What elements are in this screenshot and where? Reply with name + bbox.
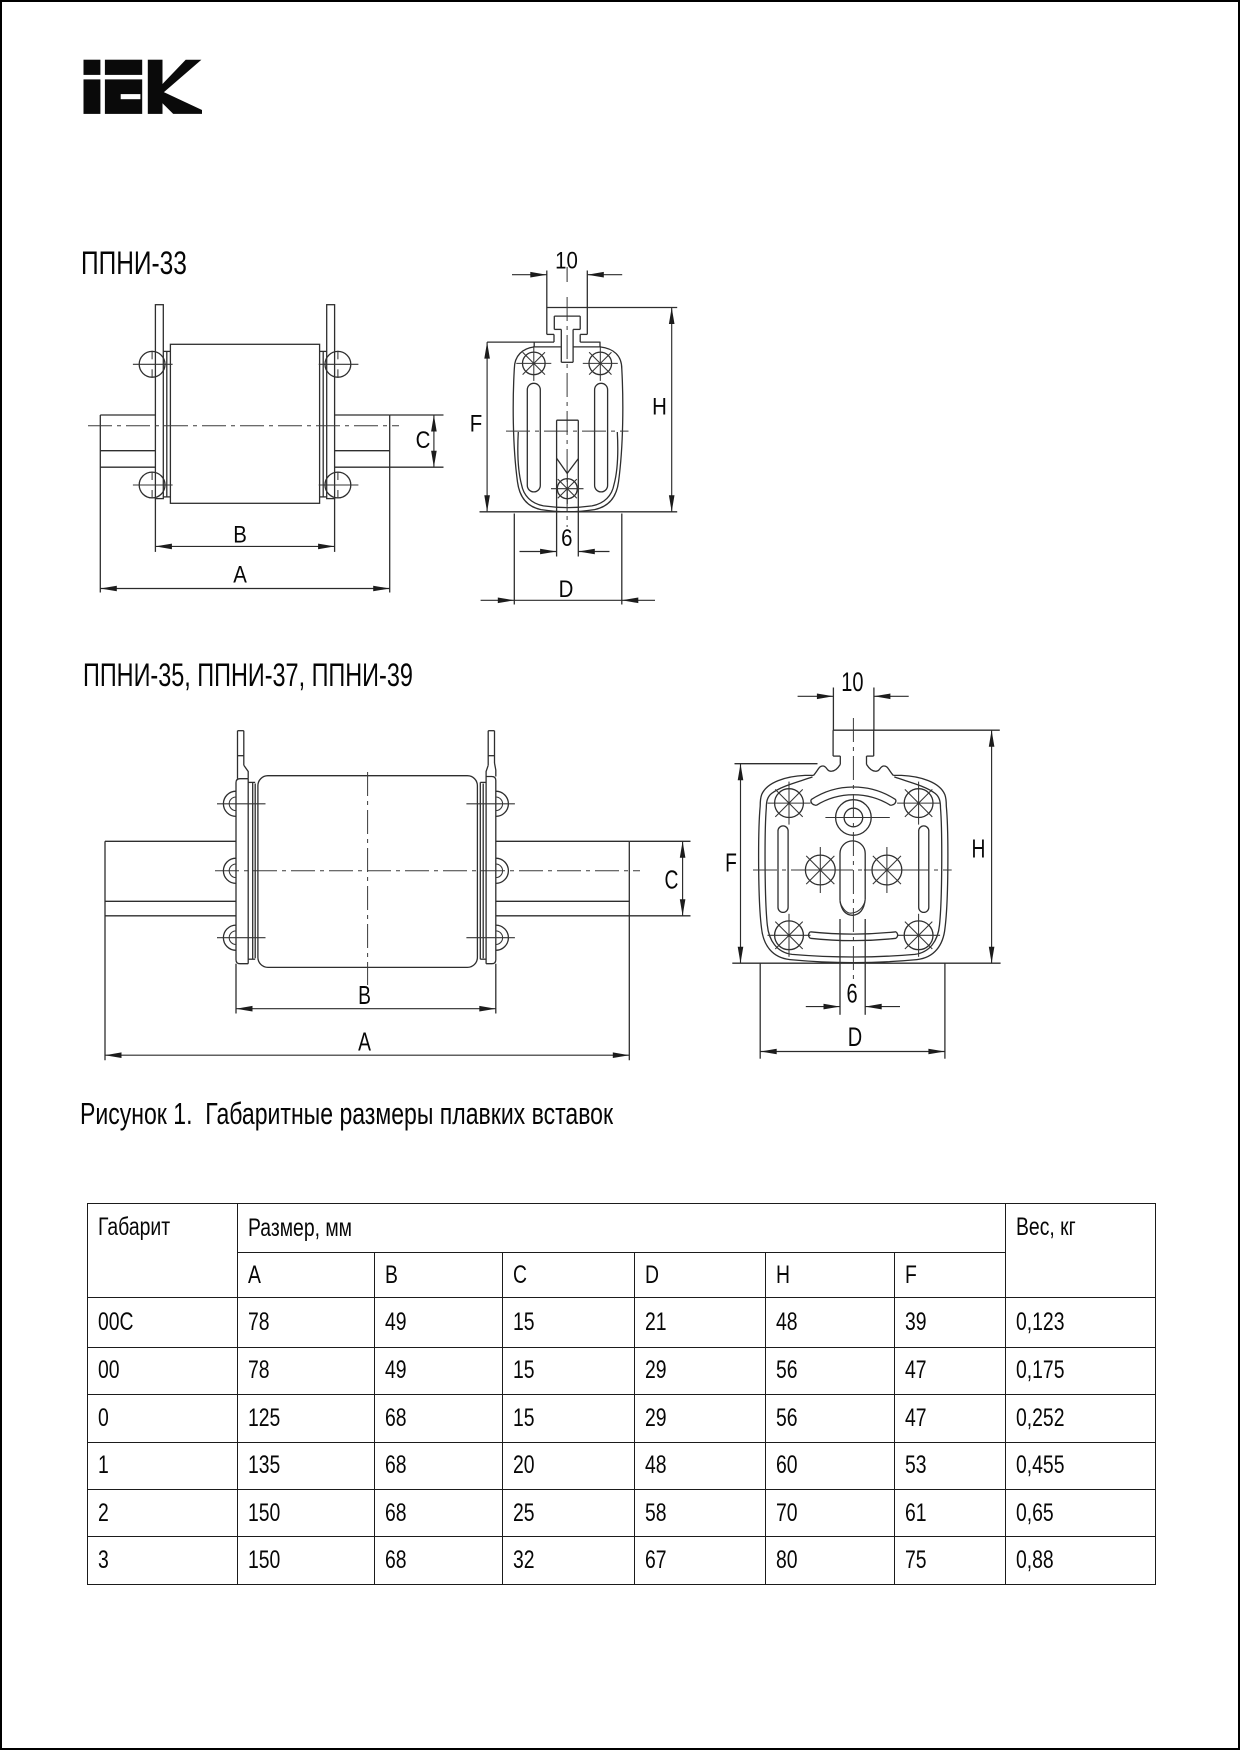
svg-text:10: 10	[841, 667, 863, 698]
svg-text:6: 6	[846, 979, 857, 1010]
svg-text:B: B	[358, 980, 371, 1010]
svg-text:C: C	[416, 426, 431, 453]
svg-text:A: A	[358, 1027, 371, 1057]
svg-text:D: D	[848, 1022, 862, 1053]
svg-text:C: C	[665, 865, 679, 895]
svg-text:B: B	[233, 521, 247, 548]
svg-text:F: F	[470, 410, 482, 437]
svg-text:H: H	[972, 834, 986, 864]
svg-text:A: A	[233, 561, 247, 588]
svg-text:F: F	[725, 848, 737, 878]
svg-text:10: 10	[555, 247, 578, 274]
svg-text:D: D	[559, 575, 574, 602]
svg-text:H: H	[652, 393, 667, 420]
svg-text:6: 6	[561, 524, 572, 551]
